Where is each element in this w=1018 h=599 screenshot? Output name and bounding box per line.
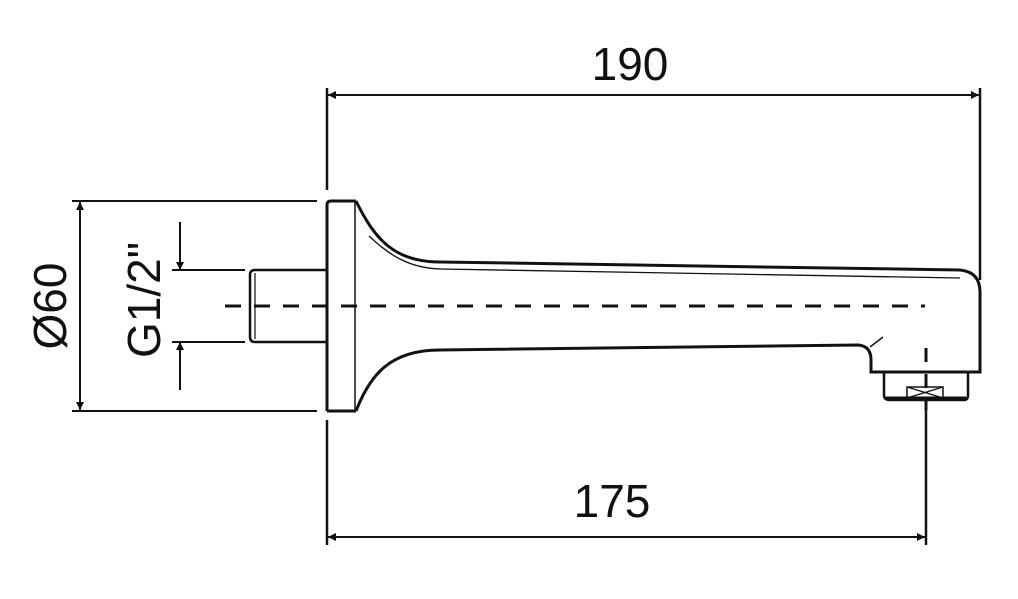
- aerator-cross-icon: [906, 386, 944, 399]
- dimension-overall-length: 190: [325, 38, 982, 280]
- dimension-label-175: 175: [574, 475, 651, 527]
- dimension-label-diameter: Ø60: [24, 263, 76, 350]
- dimension-outlet-projection: 175: [325, 410, 928, 545]
- dimension-flange-diameter: Ø60: [24, 200, 317, 412]
- spout-body: [248, 199, 982, 413]
- dimension-label-thread: G1/2": [118, 242, 170, 358]
- dimension-label-190: 190: [592, 38, 669, 90]
- dimension-thread: G1/2": [118, 222, 245, 390]
